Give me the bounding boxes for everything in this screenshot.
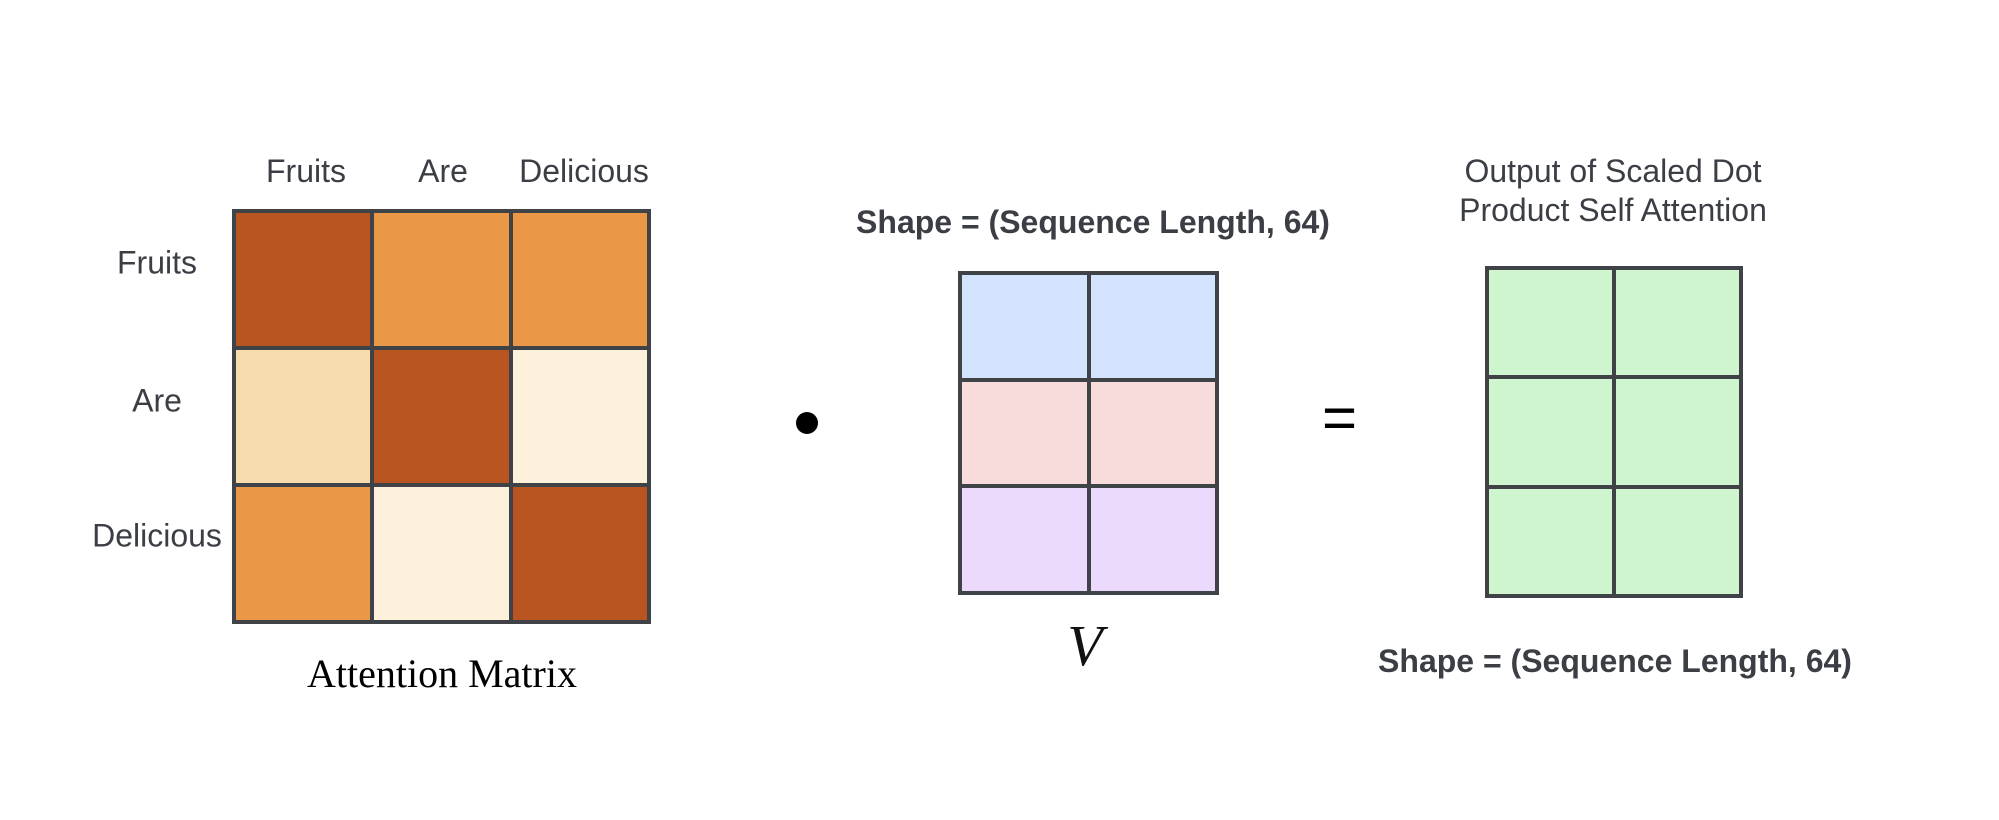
v-matrix-cell [1090,488,1215,591]
attention-cell [236,487,371,620]
col-label-delicious: Delicious [519,153,649,189]
output-title: Output of Scaled Dot Product Self Attent… [1459,152,1767,230]
row-label-delicious: Delicious [92,517,222,554]
dot-product-operator [796,412,818,434]
output-matrix-cell [1616,379,1739,485]
output-matrix-cell [1489,488,1612,594]
output-matrix-cell [1489,270,1612,376]
output-title-line2: Product Self Attention [1459,192,1767,228]
attention-cell [512,213,647,346]
output-matrix [1485,266,1743,598]
attention-cell [236,213,371,346]
v-shape-label: Shape = (Sequence Length, 64) [856,204,1330,240]
output-title-line1: Output of Scaled Dot [1464,153,1762,189]
output-shape-label: Shape = (Sequence Length, 64) [1378,643,1852,679]
attention-matrix-caption: Attention Matrix [307,651,577,696]
v-matrix-cell [962,488,1087,591]
attention-cell [374,213,509,346]
equals-operator: = [1322,384,1358,451]
v-matrix-cell [962,275,1087,378]
attention-cell [512,350,647,483]
v-matrix-cell [1090,275,1215,378]
attention-cell [512,487,647,620]
attention-matrix [232,209,651,624]
attention-cell [374,487,509,620]
v-matrix-cell [1090,381,1215,485]
v-matrix [958,271,1219,595]
output-matrix-cell [1489,379,1612,485]
attention-cell [374,350,509,483]
col-label-fruits: Fruits [266,153,346,189]
col-label-are: Are [418,153,468,189]
output-matrix-cell [1616,488,1739,594]
row-label-are: Are [132,382,182,419]
v-matrix-cell [962,381,1087,485]
attention-cell [236,350,371,483]
output-matrix-cell [1616,270,1739,376]
row-label-fruits: Fruits [117,244,197,281]
v-symbol: V [1067,613,1103,678]
